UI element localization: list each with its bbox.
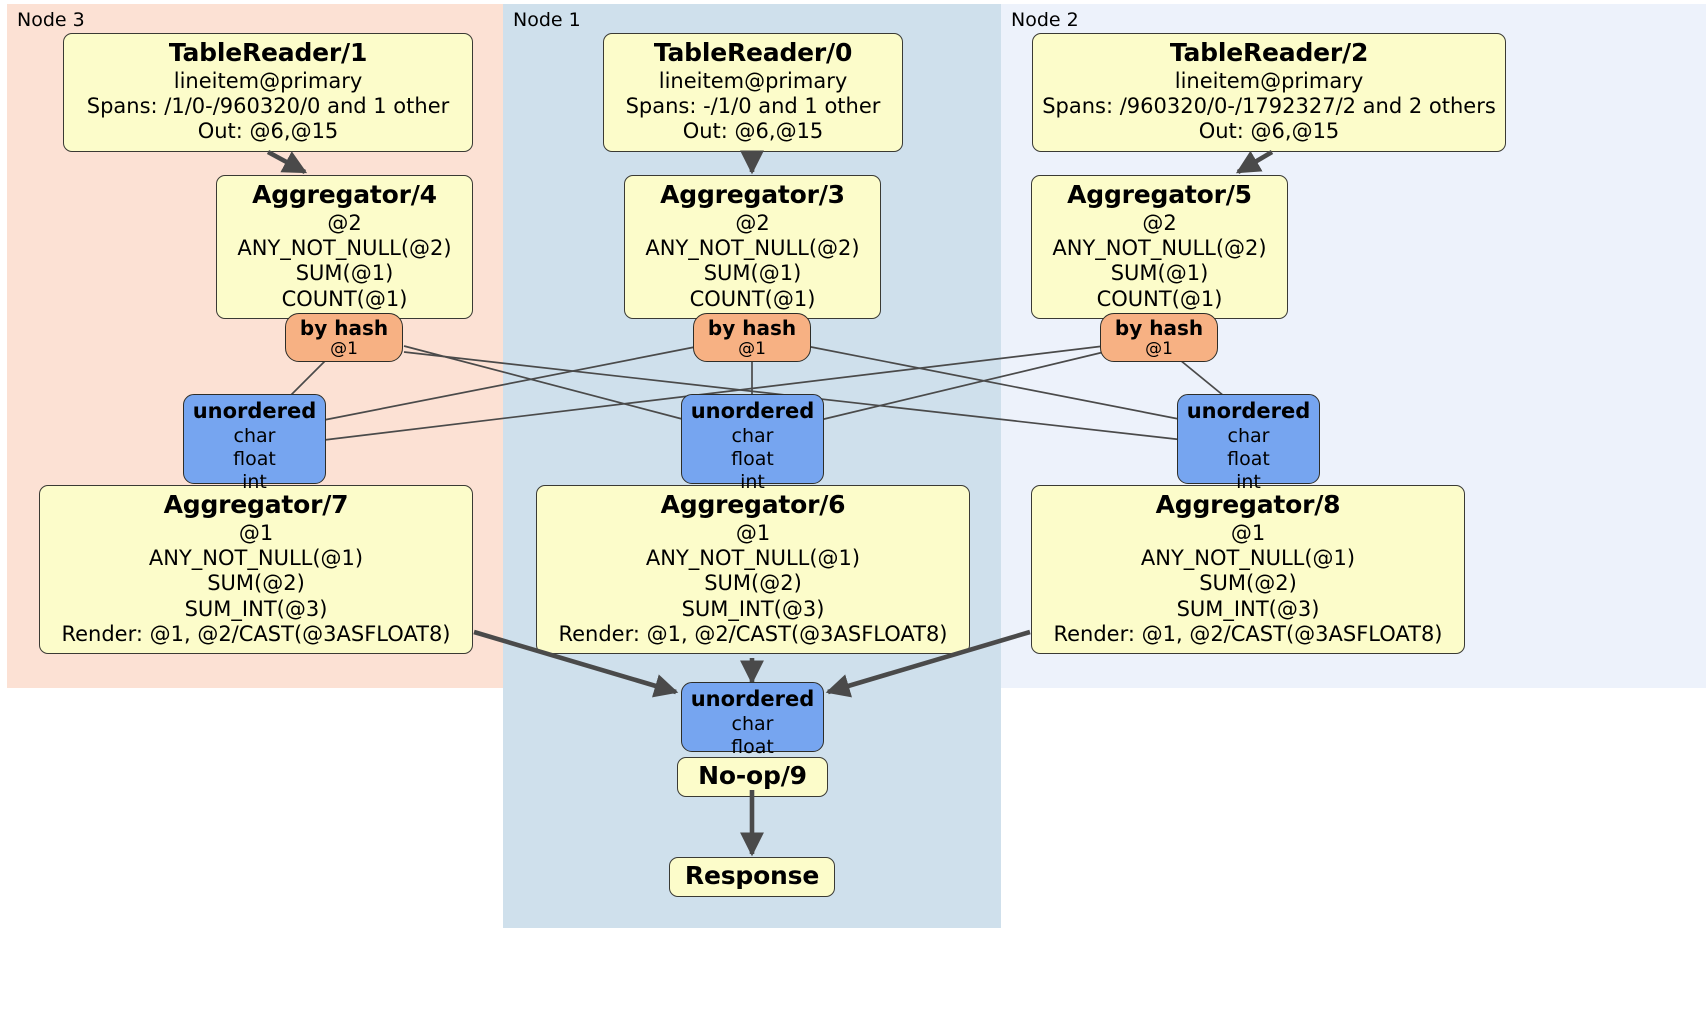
router-type-int: int (1236, 470, 1261, 493)
router-column: @1 (330, 339, 358, 359)
processor-agg-1: ANY_NOT_NULL(@1) (1140, 546, 1356, 571)
router-title: unordered (192, 399, 317, 423)
processor-title: Aggregator/8 (1155, 490, 1341, 519)
processor-group-cols: @1 (1230, 521, 1266, 545)
processor-render: Render: @1, @2/CAST(@3ASFLOAT8) (61, 621, 451, 646)
processor-agg-1: ANY_NOT_NULL(@1) (645, 546, 861, 571)
processor-title: Response (684, 861, 820, 890)
router-type-char: char (1227, 424, 1270, 447)
processor-render: Render: @1, @2/CAST(@3ASFLOAT8) (1053, 621, 1443, 646)
router-by-hash-node3[interactable]: by hash @1 (285, 313, 403, 362)
processor-title: TableReader/1 (168, 38, 368, 67)
processor-title: No-op/9 (698, 761, 807, 790)
processor-spans: Spans: -/1/0 and 1 other (625, 94, 881, 119)
router-title: unordered (690, 399, 815, 423)
processor-agg-2: SUM(@1) (703, 261, 802, 286)
router-unordered-node2[interactable]: unordered char float int (1177, 394, 1320, 493)
processor-agg-3: COUNT(@1) (1096, 286, 1223, 311)
processor-agg-2: SUM(@2) (1199, 571, 1297, 596)
processor-tablereader-0[interactable]: TableReader/0 lineitem@primary Spans: -/… (603, 33, 903, 152)
processor-agg-1: ANY_NOT_NULL(@1) (148, 546, 364, 571)
router-type-char: char (731, 424, 774, 447)
processor-agg-2: SUM(@1) (295, 261, 394, 286)
router-title: unordered (690, 687, 815, 711)
processor-response[interactable]: Response (669, 857, 835, 897)
router-title: unordered (1186, 399, 1311, 423)
router-type-int: int (242, 470, 267, 493)
processor-source: lineitem@primary (173, 69, 363, 93)
processor-aggregator-5[interactable]: Aggregator/5 @2 ANY_NOT_NULL(@2) SUM(@1)… (1031, 175, 1288, 319)
processor-group-cols: @2 (327, 211, 362, 235)
router-type-int: int (740, 470, 765, 493)
router-by-hash-node1[interactable]: by hash @1 (693, 313, 811, 362)
processor-aggregator-8[interactable]: Aggregator/8 @1 ANY_NOT_NULL(@1) SUM(@2)… (1031, 485, 1465, 654)
router-type-float: float (233, 447, 276, 470)
processor-title: Aggregator/6 (660, 490, 846, 519)
processor-title: Aggregator/7 (163, 490, 349, 519)
router-type-float: float (731, 447, 774, 470)
processor-out: Out: @6,@15 (1198, 119, 1340, 144)
processor-agg-2: SUM(@1) (1110, 261, 1209, 286)
router-type-float: float (1227, 447, 1270, 470)
processor-agg-3: SUM_INT(@3) (681, 596, 825, 621)
node-panel-label-node3: Node 3 (17, 9, 85, 31)
router-by-hash-node2[interactable]: by hash @1 (1100, 313, 1218, 362)
router-title: by hash (707, 316, 797, 340)
processor-title: TableReader/2 (1169, 38, 1369, 67)
processor-aggregator-6[interactable]: Aggregator/6 @1 ANY_NOT_NULL(@1) SUM(@2)… (536, 485, 970, 654)
processor-agg-3: COUNT(@1) (281, 286, 408, 311)
processor-aggregator-3[interactable]: Aggregator/3 @2 ANY_NOT_NULL(@2) SUM(@1)… (624, 175, 881, 319)
processor-group-cols: @2 (1142, 211, 1177, 235)
router-unordered-final[interactable]: unordered char float (681, 682, 824, 758)
processor-spans: Spans: /960320/0-/1792327/2 and 2 others (1042, 94, 1496, 119)
router-title: by hash (299, 316, 389, 340)
processor-render: Render: @1, @2/CAST(@3ASFLOAT8) (558, 621, 948, 646)
processor-agg-3: SUM_INT(@3) (184, 596, 328, 621)
processor-title: Aggregator/4 (252, 180, 437, 209)
router-type-char: char (233, 424, 276, 447)
router-column: @1 (1145, 339, 1173, 359)
processor-agg-2: SUM(@2) (207, 571, 305, 596)
processor-group-cols: @2 (735, 211, 770, 235)
processor-agg-1: ANY_NOT_NULL(@2) (237, 236, 452, 261)
processor-title: Aggregator/5 (1067, 180, 1252, 209)
processor-aggregator-7[interactable]: Aggregator/7 @1 ANY_NOT_NULL(@1) SUM(@2)… (39, 485, 473, 654)
processor-aggregator-4[interactable]: Aggregator/4 @2 ANY_NOT_NULL(@2) SUM(@1)… (216, 175, 473, 319)
processor-title: TableReader/0 (653, 38, 853, 67)
processor-out: Out: @6,@15 (197, 119, 339, 144)
processor-title: Aggregator/3 (660, 180, 845, 209)
processor-agg-3: SUM_INT(@3) (1176, 596, 1320, 621)
router-unordered-node3[interactable]: unordered char float int (183, 394, 326, 493)
router-type-char: char (731, 712, 774, 735)
processor-group-cols: @1 (735, 521, 771, 545)
processor-tablereader-1[interactable]: TableReader/1 lineitem@primary Spans: /1… (63, 33, 473, 152)
processor-noop-9[interactable]: No-op/9 (677, 757, 828, 797)
processor-agg-1: ANY_NOT_NULL(@2) (645, 236, 860, 261)
router-type-float: float (731, 735, 774, 758)
processor-out: Out: @6,@15 (682, 119, 824, 144)
node-panel-label-node1: Node 1 (513, 9, 581, 31)
processor-tablereader-2[interactable]: TableReader/2 lineitem@primary Spans: /9… (1032, 33, 1506, 152)
processor-agg-2: SUM(@2) (704, 571, 802, 596)
processor-group-cols: @1 (238, 521, 274, 545)
router-unordered-node1[interactable]: unordered char float int (681, 394, 824, 493)
processor-agg-1: ANY_NOT_NULL(@2) (1052, 236, 1267, 261)
node-panel-label-node2: Node 2 (1011, 9, 1079, 31)
processor-source: lineitem@primary (658, 69, 848, 93)
router-title: by hash (1114, 316, 1204, 340)
router-column: @1 (738, 339, 766, 359)
processor-agg-3: COUNT(@1) (689, 286, 816, 311)
processor-source: lineitem@primary (1174, 69, 1364, 93)
processor-spans: Spans: /1/0-/960320/0 and 1 other (86, 94, 450, 119)
